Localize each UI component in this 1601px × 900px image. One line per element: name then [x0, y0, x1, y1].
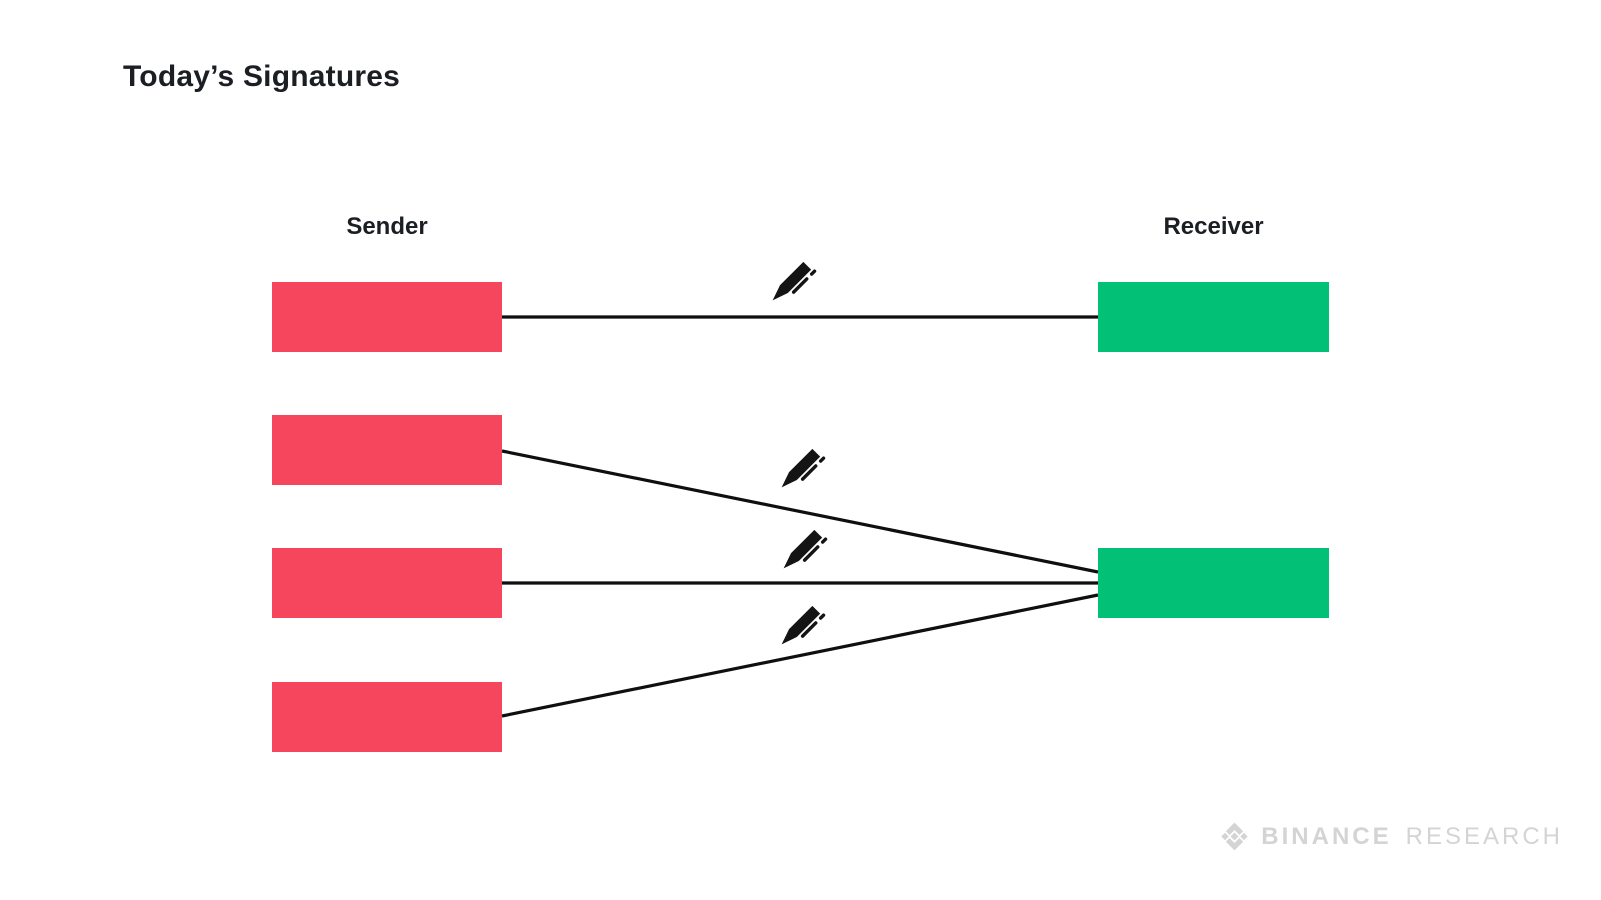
pen-icon — [772, 261, 817, 301]
brand-name: BINANCE — [1261, 822, 1392, 850]
sender-node-1 — [272, 282, 502, 352]
sender-node-3 — [272, 548, 502, 618]
brand-suffix: RESEARCH — [1405, 822, 1563, 850]
sender-node-2 — [272, 415, 502, 485]
receiver-node-2 — [1098, 548, 1329, 618]
receiver-column-label: Receiver — [1163, 213, 1264, 240]
receiver-node-1 — [1098, 282, 1329, 352]
edge-sender2-receiver2 — [501, 449, 1099, 574]
sender-column-label: Sender — [346, 213, 428, 240]
pen-icon — [781, 448, 826, 488]
sender-node-4 — [272, 682, 502, 752]
binance-diamond-icon — [1221, 822, 1248, 851]
page-title: Today’s Signatures — [123, 60, 400, 93]
binance-research-logo: BINANCE RESEARCH — [1218, 820, 1563, 853]
edge-sender4-receiver2 — [501, 593, 1099, 718]
pen-icon — [783, 529, 828, 569]
pen-icon — [781, 605, 826, 645]
